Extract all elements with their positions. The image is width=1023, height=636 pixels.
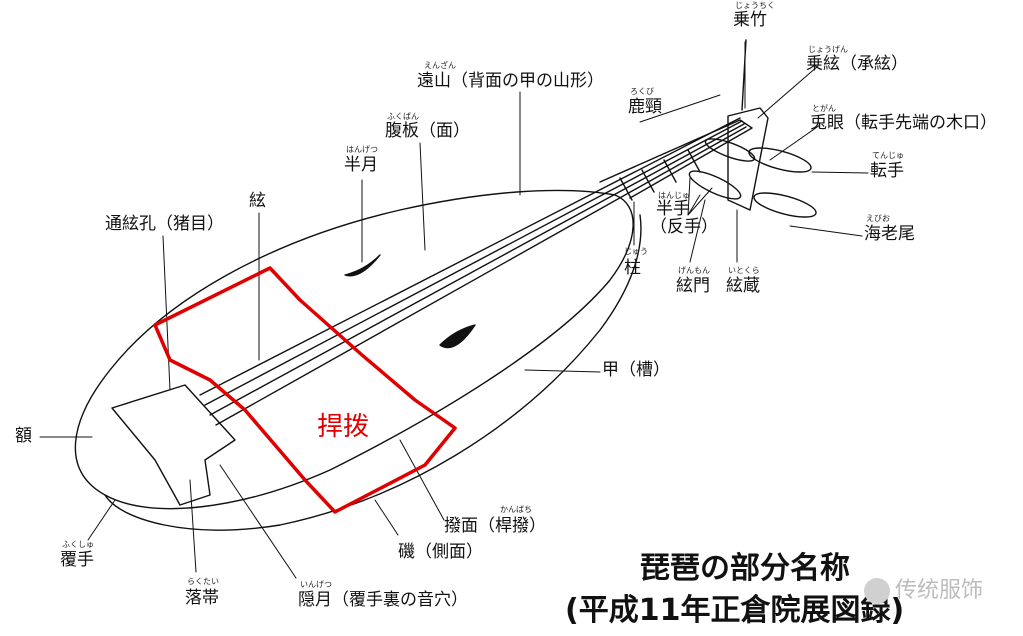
rakutai-label: 落帯 [185,590,219,607]
iso-label: 磯（側面） [398,544,483,561]
bachimen-highlight [155,268,455,512]
ji-label: 柱 [624,260,641,277]
watermark-text: 传统服饰 [895,580,983,602]
rokubi-ruby: ろくび [630,88,654,96]
bridge [112,385,235,505]
tenju-label: 転手 [870,163,904,180]
ingetsu-label: 隠月（覆手裏の音穴） [298,592,468,609]
fukuban-label: 腹板（面） [385,123,470,140]
ji-ruby: じゅう [624,248,648,256]
fukuban-ruby: ふくばん [387,113,419,121]
diagram-title: 琵琶の部分名称 [640,554,850,584]
genzou-label: 絃蔵 [726,278,760,295]
genzou-ruby: いとくら [728,267,760,275]
jougen-ruby: じょうげん [808,46,848,54]
peg-2 [752,188,818,222]
togan-label: 兎眼（転手先端の木口） [810,115,997,132]
fukushu-ruby: ふくしゅ [62,541,94,549]
tenju-ruby: てんじゅ [872,152,904,160]
hangetsu-label: 半月 [344,157,378,174]
bachimen-ruby: かんばち [500,506,532,514]
ingetsu-ruby: いんげつ [300,581,332,589]
fukushu-label: 覆手 [60,552,94,569]
watermark-icon [864,578,890,604]
genmon-ruby: げんもん [678,267,710,275]
tsuugenkou-label: 通絃孔（猪目） [105,216,224,233]
togan-ruby: とがん [812,105,836,113]
peg-4 [703,135,757,166]
kou-label: 甲（槽） [602,362,670,379]
hitai-label: 額 [15,428,32,445]
hante-label: 半手 [656,201,690,218]
gen-label: 絃 [249,193,266,210]
ebio-ruby: えびお [866,215,890,223]
rokubi-label: 鹿頸 [628,99,662,116]
peg-1 [747,143,813,177]
string-4 [216,127,746,425]
joushiku-label: 乗竹 [733,12,767,29]
jougen-label: 乗絃（承絃） [806,56,908,73]
hangetsu-ruby: はんげつ [346,146,378,154]
diagram-source: (平成11年正倉院展図録) [565,596,904,626]
half-moon-2 [440,325,475,348]
string-1 [200,118,740,395]
bachimen-annotation: 捍拨 [317,414,369,440]
rakutai-ruby: らくたい [187,578,219,586]
peg-3 [686,166,744,204]
enzan-label: 遠山（背面の甲の山形） [417,73,604,90]
genmon-label: 絃門 [676,278,710,295]
sorite-label: （反手） [650,219,718,236]
joushiku-ruby: じょうちく [735,2,775,10]
ebio-label: 海老尾 [864,226,915,243]
bachimen-label: 撥面（桿撥） [444,518,546,535]
enzan-ruby: えんざん [424,62,456,70]
